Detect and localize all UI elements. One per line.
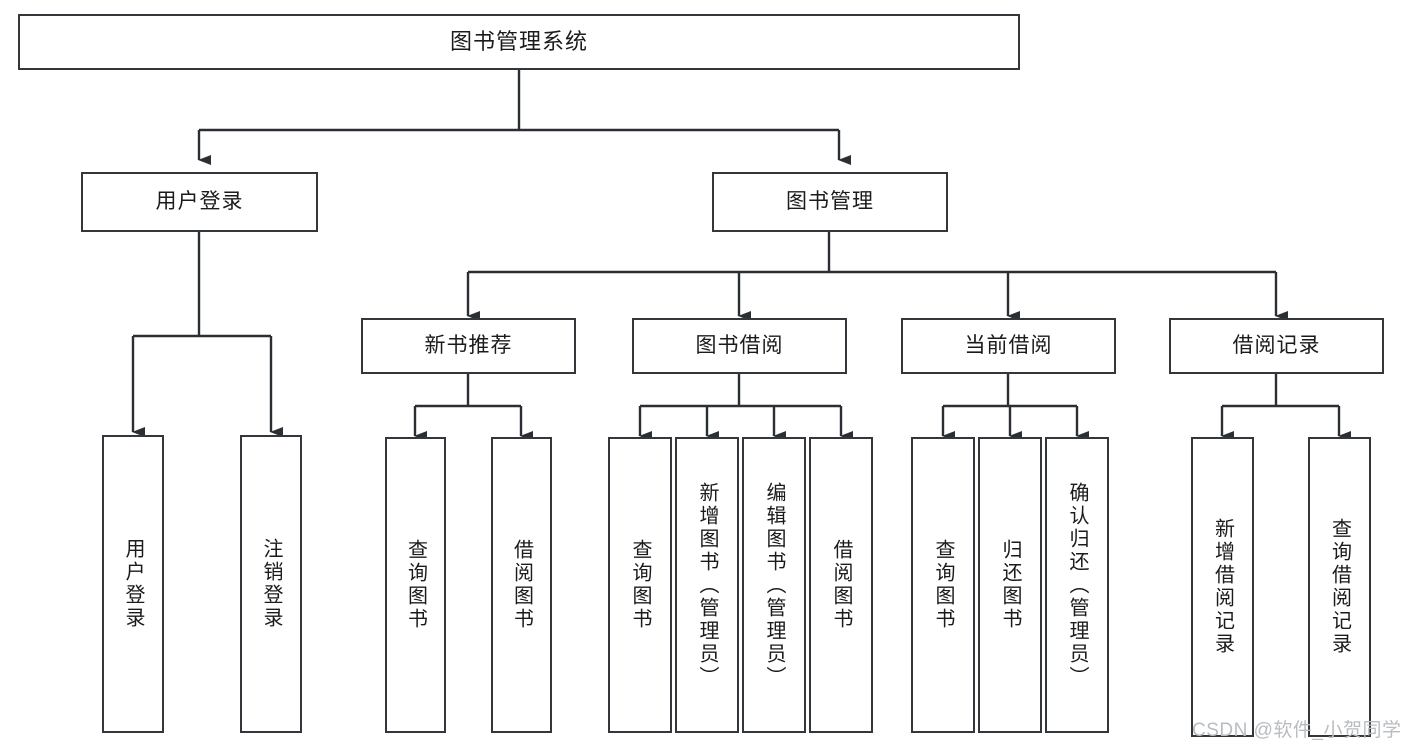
leaf-new-book-borrow[interactable]: 借阅图书 bbox=[491, 437, 552, 733]
leaf-label: 确认归还（管理员） bbox=[1066, 481, 1088, 689]
leaf-current-query-book[interactable]: 查询图书 bbox=[911, 437, 975, 733]
leaf-label: 借阅图书 bbox=[510, 539, 533, 631]
node-new-book-recommend-label: 新书推荐 bbox=[424, 333, 513, 357]
node-user-login[interactable]: 用户登录 bbox=[81, 172, 318, 232]
node-borrow-record[interactable]: 借阅记录 bbox=[1169, 318, 1384, 374]
leaf-label: 借阅图书 bbox=[830, 539, 852, 631]
leaf-record-query[interactable]: 查询借阅记录 bbox=[1308, 437, 1371, 737]
leaf-label: 查询图书 bbox=[404, 539, 427, 631]
leaf-label: 新增借阅记录 bbox=[1211, 518, 1234, 656]
node-root[interactable]: 图书管理系统 bbox=[18, 14, 1020, 70]
leaf-borrow-add-book[interactable]: 新增图书（管理员） bbox=[675, 437, 739, 733]
leaf-record-add[interactable]: 新增借阅记录 bbox=[1191, 437, 1254, 737]
leaf-label: 用户登录 bbox=[122, 538, 144, 630]
node-current-borrow-label: 当前借阅 bbox=[964, 333, 1053, 357]
leaf-user-login-login[interactable]: 用户登录 bbox=[102, 435, 164, 733]
leaf-label: 查询图书 bbox=[932, 539, 954, 631]
node-book-management[interactable]: 图书管理 bbox=[712, 172, 948, 232]
csdn-watermark: CSDN @软件_小贺同学 bbox=[1192, 720, 1402, 741]
leaf-borrow-borrow-book[interactable]: 借阅图书 bbox=[809, 437, 873, 733]
node-user-login-label: 用户登录 bbox=[155, 189, 244, 213]
leaf-label: 注销登录 bbox=[260, 538, 282, 630]
leaf-new-book-query[interactable]: 查询图书 bbox=[385, 437, 446, 733]
node-borrow-record-label: 借阅记录 bbox=[1232, 333, 1321, 357]
leaf-label: 查询借阅记录 bbox=[1328, 518, 1351, 656]
leaf-borrow-edit-book[interactable]: 编辑图书（管理员） bbox=[742, 437, 806, 733]
leaf-current-confirm-return[interactable]: 确认归还（管理员） bbox=[1045, 437, 1109, 733]
leaf-label: 查询图书 bbox=[629, 539, 651, 631]
node-new-book-recommend[interactable]: 新书推荐 bbox=[361, 318, 576, 374]
leaf-label: 编辑图书（管理员） bbox=[763, 481, 785, 689]
node-book-management-label: 图书管理 bbox=[786, 189, 874, 213]
leaf-label: 新增图书（管理员） bbox=[696, 481, 718, 689]
node-book-borrow-label: 图书借阅 bbox=[695, 333, 784, 357]
leaf-borrow-query-book[interactable]: 查询图书 bbox=[608, 437, 672, 733]
node-root-label: 图书管理系统 bbox=[449, 29, 588, 55]
leaf-current-return-book[interactable]: 归还图书 bbox=[978, 437, 1042, 733]
node-book-borrow[interactable]: 图书借阅 bbox=[632, 318, 847, 374]
leaf-label: 归还图书 bbox=[999, 539, 1021, 631]
leaf-user-login-logout[interactable]: 注销登录 bbox=[240, 435, 302, 733]
node-current-borrow[interactable]: 当前借阅 bbox=[901, 318, 1116, 374]
